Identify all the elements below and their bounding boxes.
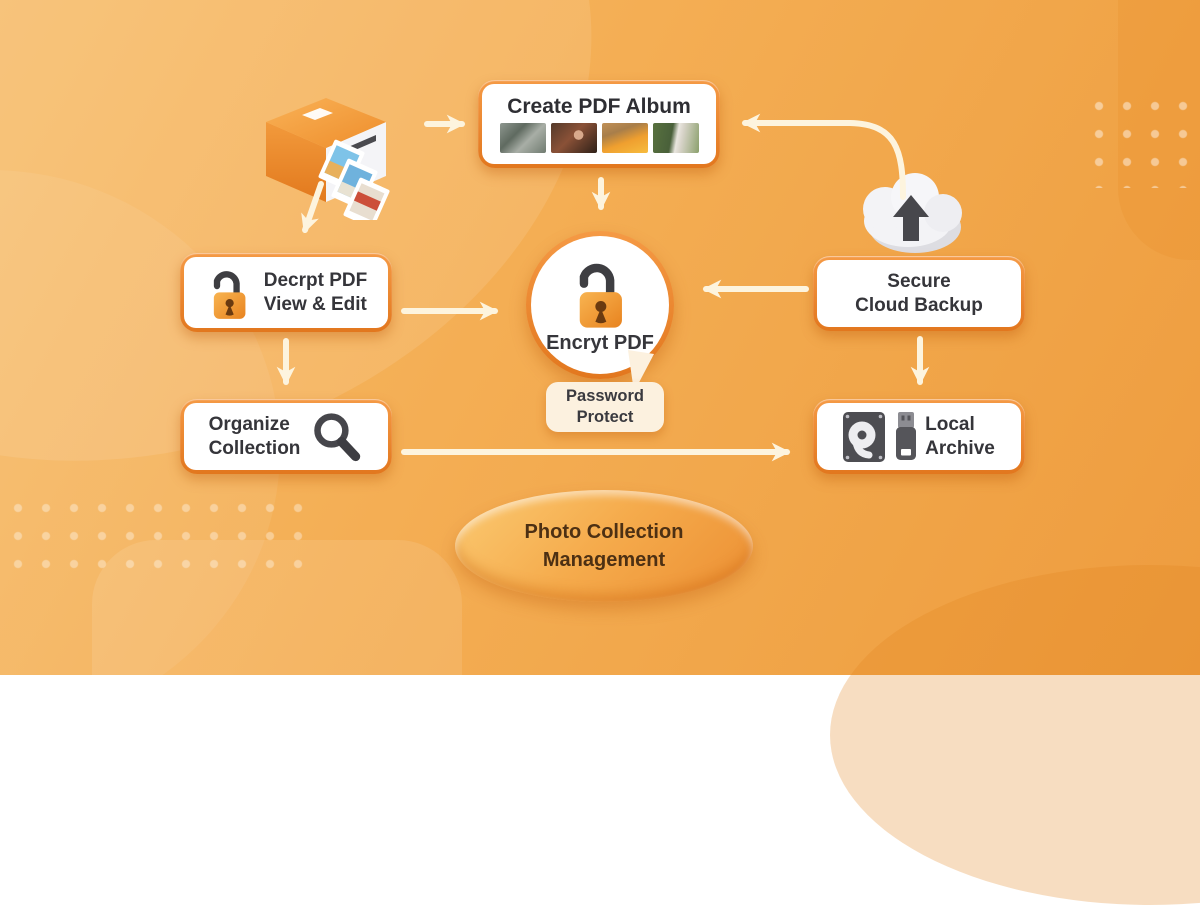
photo-thumbnail-gallery-wall [499, 123, 546, 153]
background-blob-bottom-right [830, 565, 1200, 905]
footer-ellipse-line1: Photo Collection [524, 521, 684, 543]
node-local-archive: Local Archive [813, 399, 1025, 474]
open-padlock-icon [579, 263, 622, 328]
secure-cloud-backup-label: Secure Cloud Backup [855, 270, 983, 318]
secure-cloud-backup-line1: Secure [887, 270, 951, 292]
decrypt-pdf-label: Decrpt PDF View & Edit [264, 269, 367, 317]
photo-thumbnail-greenhouse [652, 123, 699, 153]
cloud-upload-icon [863, 173, 962, 253]
hard-drive-icon [843, 411, 886, 462]
photo-thumbnail-row [499, 123, 699, 153]
decrypt-pdf-line1: Decrpt PDF [263, 269, 368, 291]
local-archive-line1: Local [925, 413, 975, 435]
magnifier-icon [314, 412, 361, 461]
password-protect-tooltip: Password Protect [546, 382, 664, 432]
usb-drive-icon [896, 411, 917, 460]
node-create-pdf-album: Create PDF Album [478, 80, 720, 168]
background-rounded-rect-bottom-left [92, 540, 462, 810]
background-rounded-rect-top-right [1118, 0, 1200, 260]
photo-thumbnail-orange-interior [601, 123, 648, 153]
password-protect-line1: Password [566, 386, 644, 405]
dot-grid-bottom-left [4, 494, 304, 582]
photo-thumbnail-people-indoor [550, 123, 597, 153]
node-organize-collection: Organize Collection [180, 399, 392, 474]
decrypt-pdf-line2: View & Edit [263, 293, 367, 315]
organize-collection-line2: Collection [208, 437, 301, 459]
dot-grid-top-right [1085, 92, 1200, 188]
footer-ellipse-photo-collection-management: Photo Collection Management [455, 490, 753, 602]
organize-collection-line1: Organize [208, 413, 290, 435]
printer-photos-icon [266, 98, 390, 220]
create-pdf-album-label: Create PDF Album [507, 95, 691, 118]
footer-ellipse-line2: Management [542, 549, 666, 571]
organize-collection-label: Organize Collection [209, 413, 301, 461]
node-encrypt-pdf: Encryt PDF [526, 231, 674, 379]
local-archive-line2: Archive [925, 437, 995, 459]
open-padlock-icon [213, 270, 246, 319]
node-secure-cloud-backup: Secure Cloud Backup [813, 256, 1025, 331]
password-protect-line2: Protect [576, 408, 634, 426]
secure-cloud-backup-line2: Cloud Backup [855, 294, 983, 316]
node-decrypt-pdf: Decrpt PDF View & Edit [180, 253, 392, 332]
local-archive-label: Local Archive [925, 413, 995, 461]
encrypt-pdf-label: Encryt PDF [546, 332, 654, 354]
